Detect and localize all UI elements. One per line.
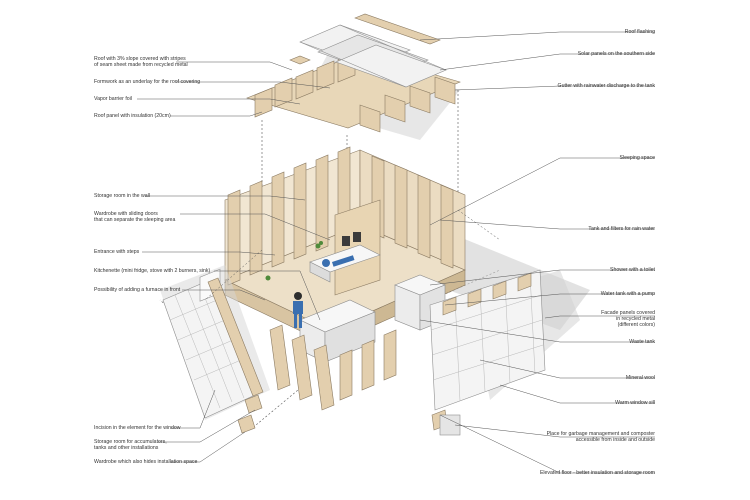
label-incision: Incision in the element for the window (94, 425, 181, 431)
front-floor-ribs (269, 324, 397, 411)
person-standing (293, 292, 303, 328)
plants (265, 241, 323, 281)
roof-module (246, 13, 461, 140)
wall-ribs-left (227, 146, 351, 286)
label-elevated-floor: Elevated floor - better insulation and s… (539, 470, 655, 476)
wall-ribs-right (371, 155, 454, 269)
label-shower: Shower with a toilet (610, 267, 655, 273)
label-roof-slope: Roof with 3% slope covered with stripes … (94, 56, 188, 68)
label-gutter: Gutter with rainwater discharge to the t… (557, 83, 655, 89)
dashed-outline (204, 209, 501, 301)
label-solar-panels: Solar panels on the southern side (577, 51, 655, 57)
label-entrance: Entrance with steps (94, 249, 140, 255)
label-roof-panel: Roof panel with insulation (20cm) (94, 113, 171, 119)
label-furnace: Possibility of adding a furnace in front (94, 287, 181, 293)
roof-flashing-shape (289, 13, 441, 65)
label-sleeping-space: Sleeping space (619, 155, 655, 161)
label-kitchenette: Kitchenette (mini fridge, stove with 2 b… (94, 268, 211, 274)
garbage-compartment (439, 414, 461, 436)
label-roof-flashing: Roof flashing (624, 29, 655, 35)
left-facade-module (160, 265, 270, 434)
roof-ribs (254, 52, 456, 133)
label-tank-filters: Tank and filters for rain water (588, 226, 655, 232)
label-wardrobe-sliding: Wardrobe with sliding doors that can sep… (94, 211, 176, 223)
label-water-tank: Water tank with a pump (600, 291, 655, 297)
label-waste-tank: Waste tank (629, 339, 655, 345)
label-window-sill: Warm window sill (615, 400, 655, 406)
leader-lines (137, 31, 655, 474)
label-facade-panels: Facade panels covered in recycled metal … (601, 310, 655, 328)
label-mineral-wool: Mineral wool (625, 375, 655, 381)
solar-panels-shape (299, 24, 447, 88)
right-facade-module (429, 269, 580, 436)
label-garbage: Place for garbage management and compost… (546, 431, 655, 443)
label-vapor-barrier: Vapor barrier foil (94, 96, 132, 102)
label-storage-wall: Storage room in the wall (94, 193, 150, 199)
main-module (224, 146, 590, 411)
label-storage-accumulators: Storage room for accumulators, tanks and… (94, 439, 167, 451)
label-wardrobe-installation: Wardrobe which also hides installation s… (94, 459, 198, 465)
label-formwork: Formwork as an underlay for the roof cov… (94, 79, 201, 85)
sleeping-bed (309, 244, 381, 283)
